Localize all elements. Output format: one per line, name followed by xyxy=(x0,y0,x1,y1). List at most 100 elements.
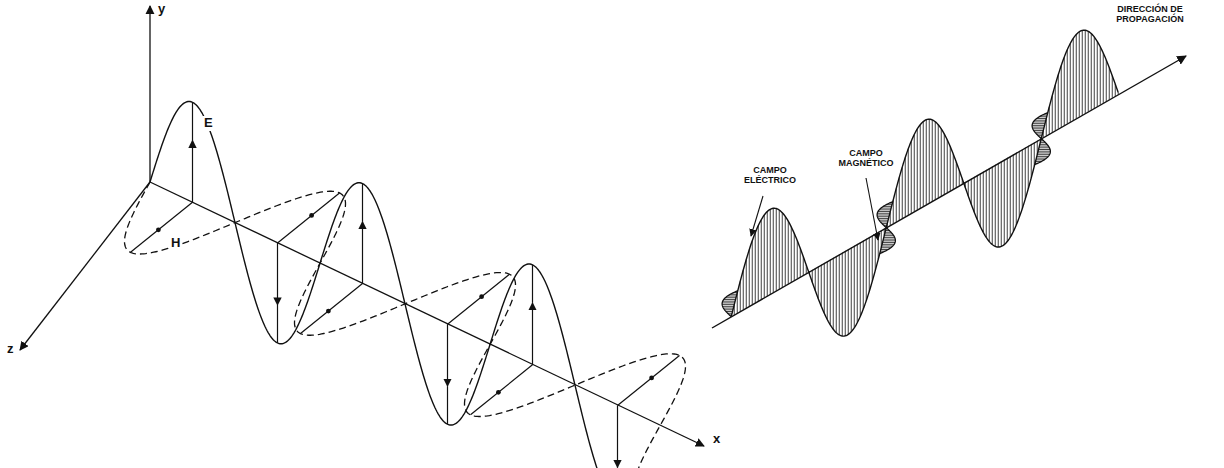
electric-hatch xyxy=(782,213,783,288)
magnetic-vector-dot xyxy=(156,227,161,232)
electric-vector xyxy=(532,303,533,365)
electric-field-fill xyxy=(731,30,1118,336)
electric-hatch xyxy=(986,170,987,237)
electric-hatch xyxy=(1025,148,1026,199)
magnetic-vector xyxy=(278,193,340,243)
electric-hatch xyxy=(905,158,906,217)
electric-hatch xyxy=(743,270,744,310)
electric-hatch xyxy=(827,262,828,320)
electric-vector xyxy=(617,467,618,468)
electric-vector xyxy=(617,405,618,467)
electric-hatch xyxy=(749,250,750,307)
electric-hatch xyxy=(770,209,771,294)
axis-label: y xyxy=(157,2,166,17)
propagation-axis xyxy=(712,56,1186,328)
electric-hatch xyxy=(1010,156,1011,237)
electric-hatch xyxy=(935,122,936,200)
electric-vector xyxy=(447,386,448,424)
field-label: E xyxy=(203,116,214,131)
electric-hatch xyxy=(833,258,834,329)
direction-caption: DIRECCIÓN DE PROPAGACIÓN xyxy=(1106,4,1194,25)
electric-hatch xyxy=(866,239,867,301)
electric-hatch xyxy=(1028,146,1029,189)
electric-hatch xyxy=(917,129,918,210)
electric-hatch xyxy=(995,165,996,246)
electric-hatch xyxy=(746,260,747,309)
electric-vector xyxy=(192,102,193,140)
electric-hatch xyxy=(839,255,840,335)
electric-hatch xyxy=(1055,85,1056,131)
electric-hatch xyxy=(950,147,951,191)
electric-hatch xyxy=(947,140,948,193)
electric-hatch xyxy=(932,120,933,201)
electric-hatch xyxy=(785,216,786,285)
electric-hatch xyxy=(896,188,897,222)
electric-hatch xyxy=(953,154,954,189)
electric-hatch xyxy=(854,246,855,328)
electric-hatch xyxy=(1094,37,1095,108)
electric-hatch xyxy=(788,221,789,284)
electric-hatch xyxy=(1109,68,1110,100)
electric-hatch xyxy=(992,167,993,245)
electric-field-curve xyxy=(731,30,1118,336)
magnetic-vector xyxy=(448,274,510,324)
electric-hatch xyxy=(815,268,816,290)
electric-hatch xyxy=(797,241,798,279)
electric-hatch xyxy=(980,174,981,227)
electric-vector xyxy=(447,324,448,386)
electric-hatch xyxy=(869,237,870,291)
electric-hatch xyxy=(794,233,795,280)
electric-hatch xyxy=(1076,34,1077,118)
magnetic-vector-dot xyxy=(479,294,484,299)
electric-hatch xyxy=(1007,158,1008,241)
electric-hatch xyxy=(1016,153,1017,225)
electric-hatch xyxy=(1082,30,1083,115)
electric-hatch xyxy=(860,243,861,317)
electric-hatch xyxy=(1088,31,1089,111)
electric-hatch xyxy=(875,234,876,271)
electric-hatch xyxy=(944,134,945,194)
electric-hatch xyxy=(851,248,852,332)
electric-hatch xyxy=(1064,57,1065,125)
z-axis xyxy=(20,182,150,350)
electric-hatch xyxy=(1106,60,1107,101)
magnetic-vector xyxy=(471,365,533,415)
electric-hatch xyxy=(1019,151,1020,217)
electric-hatch xyxy=(914,134,915,211)
left-wave-figure xyxy=(20,6,704,468)
electric-hatch xyxy=(908,149,909,215)
axis-label: z xyxy=(6,342,15,357)
electric-hatch xyxy=(1052,96,1053,133)
electric-hatch xyxy=(773,208,774,292)
magnetic-vector-dot xyxy=(496,390,501,395)
electric-vector xyxy=(277,305,278,343)
electric-hatch xyxy=(755,233,756,303)
electric-hatch xyxy=(998,163,999,247)
electric-hatch xyxy=(1079,32,1080,117)
electric-vector xyxy=(192,140,193,202)
right-wave-figure xyxy=(712,30,1186,336)
electric-hatch xyxy=(983,172,984,232)
electric-hatch xyxy=(761,220,762,300)
leader-arrow xyxy=(751,196,763,236)
electric-hatch xyxy=(902,167,903,218)
electric-hatch xyxy=(776,209,777,291)
electric-hatch xyxy=(842,253,843,336)
electric-hatch xyxy=(1097,41,1098,106)
electric-hatch xyxy=(872,236,873,282)
electric-hatch xyxy=(767,212,768,296)
electric-hatch xyxy=(857,244,858,322)
electric-vector xyxy=(532,265,533,303)
electric-hatch xyxy=(923,122,924,207)
electric-hatch xyxy=(911,141,912,213)
electric-hatch xyxy=(752,241,753,305)
magnetic-vector xyxy=(131,202,193,252)
magnetic-vector-dot xyxy=(649,376,654,381)
electric-hatch xyxy=(989,168,990,241)
electric-hatch xyxy=(920,125,921,208)
electric-hatch xyxy=(740,281,741,311)
electric-hatch xyxy=(791,227,792,282)
